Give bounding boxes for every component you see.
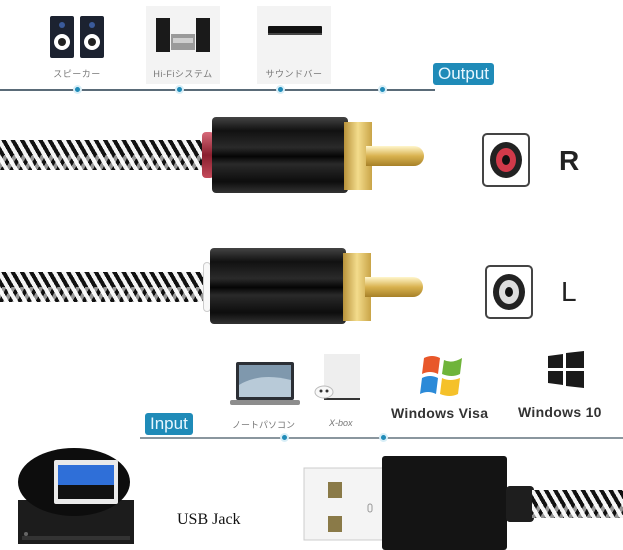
timeline-dot <box>280 433 289 442</box>
channel-label-right: R <box>559 145 580 176</box>
device-card-speakers: スピーカー <box>40 6 114 84</box>
timeline-dot <box>73 85 82 94</box>
usb-port-computer-icon <box>18 448 134 544</box>
windows-10-logo-icon <box>548 351 584 388</box>
usb-a-plug-icon <box>303 456 534 550</box>
rca-pin-left <box>365 277 423 297</box>
device-label-hifi: Hi-Fiシステム <box>153 69 213 79</box>
jack-icon-right <box>482 133 530 187</box>
timeline-dot <box>276 85 285 94</box>
rca-pin-right <box>366 146 424 166</box>
usb-jack-label: USB Jack <box>177 511 241 528</box>
device-card-soundbar: サウンドバー <box>257 6 331 84</box>
output-tag: Output <box>433 63 495 85</box>
device-label-laptop: ノートパソコン <box>232 420 296 430</box>
channel-label-left: L <box>561 276 577 307</box>
braided-cable-right <box>0 140 208 170</box>
timeline-dot <box>378 85 387 94</box>
braided-cable-left <box>0 272 206 302</box>
jack-icon-left <box>485 265 533 319</box>
windows-vista-logo-icon <box>420 356 462 396</box>
device-card-hifi: Hi-Fiシステム <box>146 6 220 84</box>
braided-cable-usb <box>532 490 623 518</box>
speakers-icon <box>50 16 104 58</box>
red-collar <box>202 132 214 178</box>
laptop-icon <box>230 362 300 405</box>
hifi-system-icon <box>156 18 210 52</box>
soundbar-icon <box>268 26 322 35</box>
device-label-windows-vista: Windows Visa <box>391 405 489 421</box>
device-label-windows-10: Windows 10 <box>518 404 602 420</box>
timeline-dot <box>175 85 184 94</box>
device-label-speakers: スピーカー <box>53 69 101 79</box>
rca-plug-right <box>212 117 348 193</box>
timeline-dot <box>379 433 388 442</box>
device-label-soundbar: サウンドバー <box>265 69 323 79</box>
device-label-xbox: X-box <box>329 418 353 428</box>
output-timeline <box>0 89 435 91</box>
rca-plug-left <box>210 248 346 324</box>
xbox-icon <box>314 354 360 400</box>
input-tag: Input <box>145 413 193 435</box>
